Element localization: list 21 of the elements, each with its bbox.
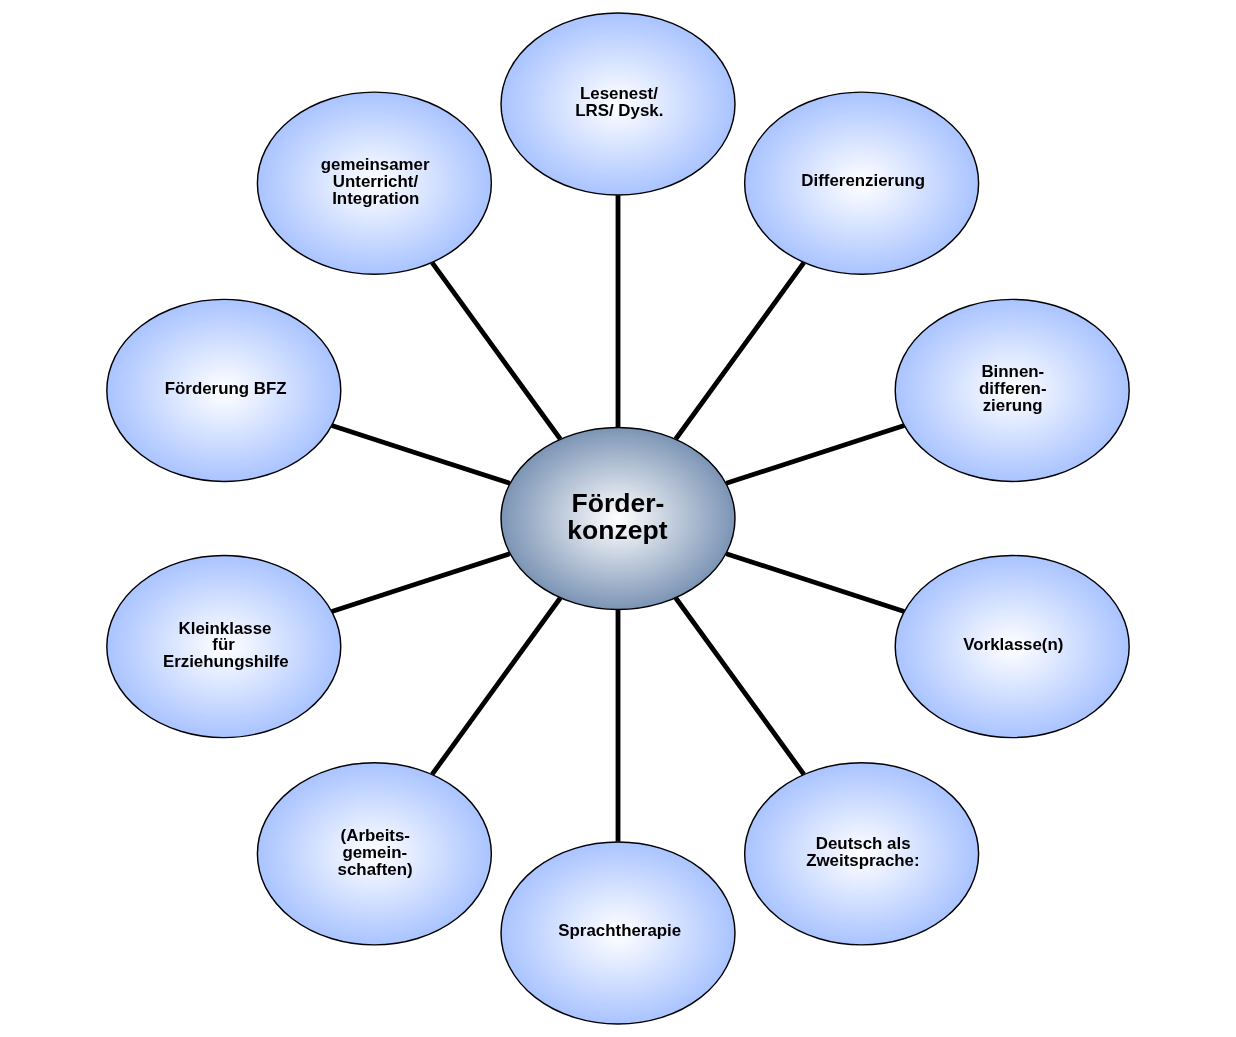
connector: [725, 423, 905, 486]
connector: [673, 596, 806, 776]
node-ellipse: Förderung BFZ: [106, 298, 342, 483]
node-ellipse: Sprachtherapie: [500, 841, 736, 1025]
node-ellipse: (Arbeits- gemein- schaften): [256, 762, 493, 946]
connector: [673, 261, 806, 441]
node-ellipse: gemeinsamer Unterricht/ Integration: [256, 91, 493, 275]
connector: [430, 261, 563, 441]
node-ellipse: Deutsch als Zweitsprache:: [743, 762, 980, 946]
connector: [725, 551, 905, 614]
node-ellipse: Differenzierung: [743, 91, 980, 275]
node-ellipse: Vorklasse(n): [894, 554, 1130, 739]
node-ellipse: Binnen- differen- zierung: [894, 298, 1130, 483]
connector: [331, 551, 511, 614]
node-ellipse: Förder- konzept: [500, 426, 736, 611]
connector: [331, 423, 511, 486]
node-ellipse: Lesenest/ LRS/ Dysk.: [500, 12, 736, 196]
connector: [430, 596, 563, 776]
connector: [615, 195, 621, 427]
connector: [615, 609, 621, 842]
node-ellipse: Kleinklasse für Erziehungshilfe: [106, 554, 342, 739]
